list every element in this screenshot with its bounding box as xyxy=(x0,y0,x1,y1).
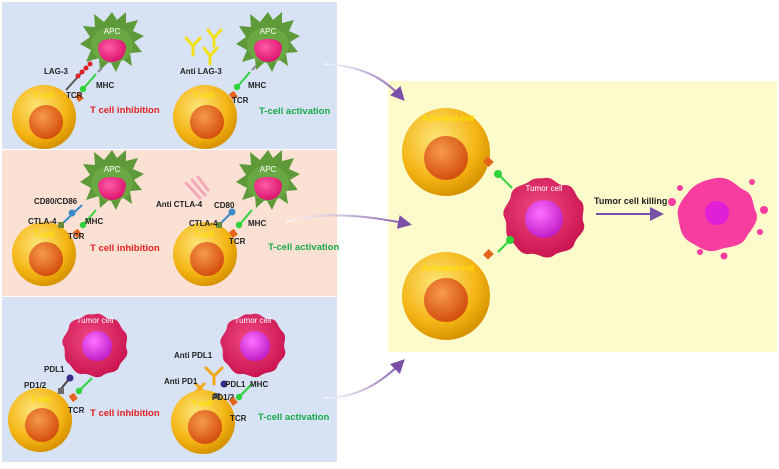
tumor-cell: Tumor cell xyxy=(220,313,286,378)
tumor-cell-label: Tumor cell xyxy=(76,316,113,325)
tcr-label: TCR xyxy=(229,237,246,246)
anti-pdl1-label: Anti PDL1 xyxy=(174,351,213,360)
lag3-receptor xyxy=(65,61,93,91)
t-cell-activation-label: T-cell activation xyxy=(268,242,339,253)
apc-cell: APC xyxy=(236,150,300,210)
tcr-mhc-complex xyxy=(228,65,257,100)
t-cell-inhibition-label: T cell inhibition xyxy=(90,105,160,116)
tcr-label: TCR xyxy=(230,414,247,423)
tumor-cell-label: Tumor cell xyxy=(234,316,271,325)
apc-cell: APC xyxy=(236,12,300,72)
tcr-mhc-complex xyxy=(68,377,93,402)
ctla4-cd80-binding xyxy=(216,208,236,228)
tcr-mhc-complex xyxy=(72,209,97,238)
tcr-mhc-complex xyxy=(483,236,514,260)
pd12-label: PD1/2 xyxy=(24,381,47,390)
tumor-cell-killing-label: Tumor cell killing xyxy=(594,196,667,206)
t-cell: T-cell xyxy=(12,85,76,149)
t-cell: T-cell xyxy=(171,390,235,454)
apc-label: APC xyxy=(104,165,121,174)
tcr-mhc-complex xyxy=(228,383,253,406)
t-cell-inhibition-label: T cell inhibition xyxy=(90,408,160,419)
t-cell-label: T-cell xyxy=(30,395,50,404)
activated-t-cell: Activated-cell xyxy=(402,108,490,196)
cd80-label: CD80 xyxy=(214,201,235,210)
arrow-to-outcome xyxy=(323,359,405,399)
tcr-mhc-complex xyxy=(483,156,513,189)
pd12-label: PD1/2 xyxy=(212,393,235,402)
pd1-pdl1-binding xyxy=(58,374,74,394)
apc-cell: APC xyxy=(80,12,144,72)
anti-lag3-antibody xyxy=(184,28,223,66)
t-cell-label: T-cell xyxy=(34,230,54,239)
tcr-mhc-complex xyxy=(228,209,253,238)
t-cell-activation-label: T-cell activation xyxy=(259,106,330,117)
tcr-label: TCR xyxy=(68,406,85,415)
pdl1-label: PDL1 xyxy=(225,380,246,389)
pd1-pdl1-binding xyxy=(214,380,228,399)
mhc-label: MHC xyxy=(248,219,266,228)
activated-cell-label: Activated-cell xyxy=(422,114,474,123)
mhc-label: MHC xyxy=(250,380,268,389)
apc-label: APC xyxy=(260,27,277,36)
apc-label: APC xyxy=(104,27,121,36)
tcr-mhc-complex xyxy=(74,67,103,102)
t-cell: T-cell xyxy=(173,222,237,286)
t-cell-label: T-cell xyxy=(34,91,54,100)
activated-cell-label: Activated-cell xyxy=(422,264,474,273)
mhc-label: MHC xyxy=(248,81,266,90)
cd80-cd86-label: CD80/CD86 xyxy=(34,197,78,206)
tcr-label: TCR xyxy=(68,232,85,241)
t-cell: T-cell xyxy=(8,388,72,452)
mhc-label: MHC xyxy=(85,217,103,226)
anti-lag3-label: Anti LAG-3 xyxy=(180,67,222,76)
activated-t-cell: Activated-cell xyxy=(402,252,490,340)
anti-pd1-label: Anti PD1 xyxy=(164,377,198,386)
ctla4-cd80-binding xyxy=(58,204,83,228)
tcr-label: TCR xyxy=(232,96,249,105)
tumor-cell-label: Tumor cell xyxy=(525,184,562,193)
t-cell-activation-label: T-cell activation xyxy=(258,412,329,423)
anti-ctla4-label: Anti CTLA-4 xyxy=(156,200,203,209)
tumor-cell: Tumor cell xyxy=(503,177,585,258)
t-cell: T-cell xyxy=(12,222,76,286)
tumor-cell: Tumor cell xyxy=(62,313,128,378)
lysed-tumor-cell xyxy=(668,177,768,260)
lag3-label: LAG-3 xyxy=(44,67,69,76)
arrow-to-outcome xyxy=(323,63,405,101)
ctla4-label: CTLA-4 xyxy=(189,219,218,228)
anti-ctla4-antibody xyxy=(184,175,210,200)
t-cell-inhibition-label: T cell inhibition xyxy=(90,243,160,254)
t-cell: T-cell xyxy=(173,85,237,149)
t-cell-label: T-cell xyxy=(194,91,214,100)
arrow-to-outcome xyxy=(285,214,412,229)
apc-label: APC xyxy=(260,165,277,174)
t-cell-label: T-cell xyxy=(192,399,212,408)
ctla4-label: CTLA-4 xyxy=(28,217,57,226)
tcr-label: TCR xyxy=(66,91,83,100)
t-cell-label: T-cell xyxy=(194,230,214,239)
mhc-label: MHC xyxy=(96,81,114,90)
pdl1-label: PDL1 xyxy=(44,365,65,374)
apc-cell: APC xyxy=(80,150,144,210)
